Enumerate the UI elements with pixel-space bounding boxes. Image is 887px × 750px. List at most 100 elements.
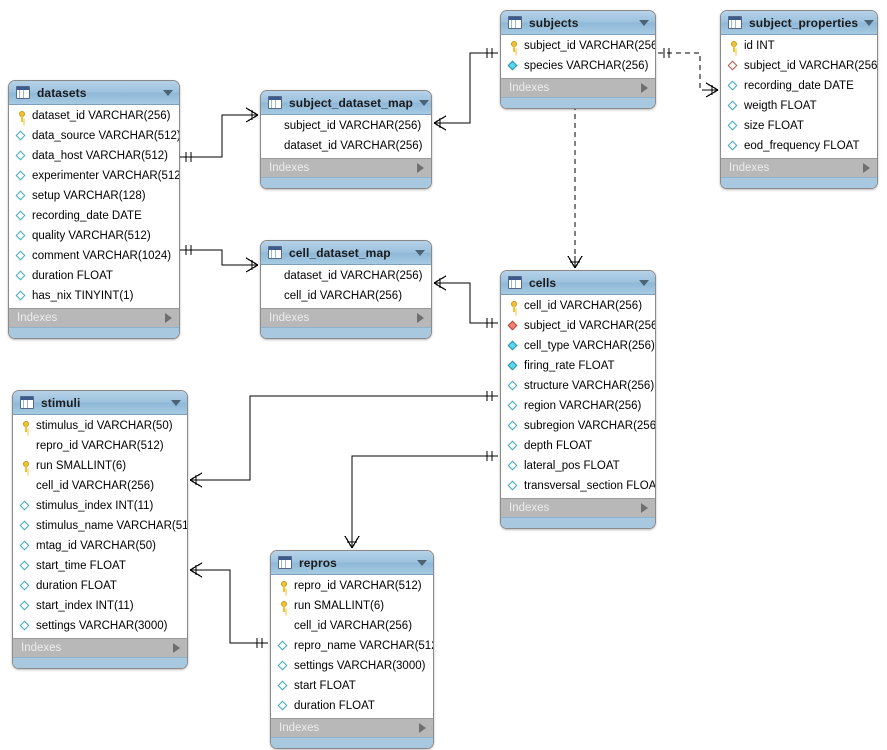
table-column-row[interactable]: start_index INT(11) (13, 596, 187, 616)
table-header-stimuli[interactable]: stimuli (13, 391, 187, 415)
table-column-row[interactable]: size FLOAT (721, 116, 877, 136)
table-header-subjects[interactable]: subjects (501, 11, 655, 35)
table-header-cell_dataset_map[interactable]: cell_dataset_map (261, 241, 431, 265)
table-column-row[interactable]: recording_date DATE (721, 76, 877, 96)
table-column-row[interactable]: start FLOAT (271, 676, 433, 696)
table-column-row[interactable]: structure VARCHAR(256) (501, 376, 655, 396)
table-column-row[interactable]: cell_id VARCHAR(256) (501, 296, 655, 316)
table-header-subject_properties[interactable]: subject_properties (721, 11, 877, 35)
table-cell_dataset_map[interactable]: cell_dataset_map dataset_id VARCHAR(256) c… (260, 240, 432, 339)
table-icon (20, 396, 34, 409)
table-cells[interactable]: cells cell_id VARCHAR(256)subject_id VARC… (500, 270, 656, 529)
expand-chevron-right-icon[interactable] (863, 163, 870, 173)
table-column-row[interactable]: depth FLOAT (501, 436, 655, 456)
table-column-row[interactable]: cell_id VARCHAR(256) (261, 286, 431, 306)
expand-chevron-right-icon[interactable] (417, 163, 424, 173)
table-column-row[interactable]: subject_id VARCHAR(256) (501, 316, 655, 336)
table-column-row[interactable]: settings VARCHAR(3000) (13, 616, 187, 636)
expand-chevron-right-icon[interactable] (419, 723, 426, 733)
table-column-row[interactable]: duration FLOAT (271, 696, 433, 716)
table-column-row[interactable]: data_source VARCHAR(512) (9, 126, 179, 146)
table-column-row[interactable]: lateral_pos FLOAT (501, 456, 655, 476)
table-header-repros[interactable]: repros (271, 551, 433, 575)
table-column-row[interactable]: subject_id VARCHAR(256) (721, 56, 877, 76)
table-indexes-section-cells[interactable]: Indexes (501, 498, 655, 517)
table-column-row[interactable]: repro_id VARCHAR(512) (13, 436, 187, 456)
expand-chevron-right-icon[interactable] (173, 643, 180, 653)
table-indexes-section-subject_properties[interactable]: Indexes (721, 158, 877, 177)
table-column-row[interactable]: stimulus_id VARCHAR(50) (13, 416, 187, 436)
table-column-row[interactable]: repro_name VARCHAR(512) (271, 636, 433, 656)
table-column-row[interactable]: data_host VARCHAR(512) (9, 146, 179, 166)
collapse-chevron-down-icon[interactable] (418, 99, 429, 106)
table-column-row[interactable]: transversal_section FLOAT (501, 476, 655, 496)
collapse-chevron-down-icon[interactable] (864, 19, 875, 26)
table-column-row[interactable]: comment VARCHAR(1024) (9, 246, 179, 266)
table-column-row[interactable]: species VARCHAR(256) (501, 56, 655, 76)
table-column-row[interactable]: id INT (721, 36, 877, 56)
table-column-row[interactable]: start_time FLOAT (13, 556, 187, 576)
table-column-row[interactable]: settings VARCHAR(3000) (271, 656, 433, 676)
table-column-row[interactable]: dataset_id VARCHAR(256) (261, 136, 431, 156)
table-indexes-section-stimuli[interactable]: Indexes (13, 638, 187, 657)
expand-chevron-right-icon[interactable] (641, 503, 648, 513)
table-column-row[interactable]: firing_rate FLOAT (501, 356, 655, 376)
column-label: dataset_id VARCHAR(256) (32, 109, 171, 122)
table-column-row[interactable]: experimenter VARCHAR(512) (9, 166, 179, 186)
expand-chevron-right-icon[interactable] (417, 313, 424, 323)
table-column-row[interactable]: cell_id VARCHAR(256) (271, 616, 433, 636)
table-indexes-section-subjects[interactable]: Indexes (501, 78, 655, 97)
table-column-row[interactable]: subregion VARCHAR(256) (501, 416, 655, 436)
table-column-row[interactable]: weigth FLOAT (721, 96, 877, 116)
collapse-chevron-down-icon[interactable] (415, 249, 425, 256)
collapse-chevron-down-icon[interactable] (639, 279, 649, 286)
card-one-datasets-cdm (185, 245, 192, 255)
table-column-row[interactable]: duration FLOAT (13, 576, 187, 596)
table-column-row[interactable]: cell_id VARCHAR(256) (13, 476, 187, 496)
table-datasets[interactable]: datasets dataset_id VARCHAR(256) data_sour… (8, 80, 180, 339)
table-column-row[interactable]: repro_id VARCHAR(512) (271, 576, 433, 596)
table-title: cells (529, 275, 557, 290)
table-column-row[interactable]: has_nix TINYINT(1) (9, 286, 179, 306)
table-header-cells[interactable]: cells (501, 271, 655, 295)
expand-chevron-right-icon[interactable] (165, 313, 172, 323)
card-one-subjects-left (486, 48, 493, 58)
table-indexes-section-cell_dataset_map[interactable]: Indexes (261, 308, 431, 327)
table-header-subject_dataset_map[interactable]: subject_dataset_map (261, 91, 431, 115)
table-column-row[interactable]: region VARCHAR(256) (501, 396, 655, 416)
table-column-row[interactable]: cell_type VARCHAR(256) (501, 336, 655, 356)
table-column-row[interactable]: setup VARCHAR(128) (9, 186, 179, 206)
expand-chevron-right-icon[interactable] (641, 83, 648, 93)
table-repros[interactable]: repros repro_id VARCHAR(512)run SMALLINT(… (270, 550, 434, 749)
table-column-row[interactable]: run SMALLINT(6) (271, 596, 433, 616)
column-icon (19, 540, 32, 553)
collapse-chevron-down-icon[interactable] (639, 19, 649, 26)
table-column-row[interactable]: recording_date DATE (9, 206, 179, 226)
table-column-row[interactable]: dataset_id VARCHAR(256) (261, 266, 431, 286)
table-column-row[interactable]: mtag_id VARCHAR(50) (13, 536, 187, 556)
table-column-row[interactable]: run SMALLINT(6) (13, 456, 187, 476)
table-column-row[interactable]: stimulus_index INT(11) (13, 496, 187, 516)
table-column-row[interactable]: quality VARCHAR(512) (9, 226, 179, 246)
table-column-row[interactable]: subject_id VARCHAR(256) (501, 36, 655, 56)
table-indexes-section-subject_dataset_map[interactable]: Indexes (261, 158, 431, 177)
table-header-datasets[interactable]: datasets (9, 81, 179, 105)
collapse-chevron-down-icon[interactable] (171, 399, 181, 406)
column-icon (19, 520, 32, 533)
table-column-row[interactable]: eod_frequency FLOAT (721, 136, 877, 156)
table-indexes-section-datasets[interactable]: Indexes (9, 308, 179, 327)
collapse-chevron-down-icon[interactable] (163, 89, 173, 96)
table-title: repros (299, 555, 337, 570)
column-label: dataset_id VARCHAR(256) (284, 269, 423, 282)
table-column-row[interactable]: dataset_id VARCHAR(256) (9, 106, 179, 126)
table-column-row[interactable]: duration FLOAT (9, 266, 179, 286)
table-column-row[interactable]: subject_id VARCHAR(256) (261, 116, 431, 136)
table-indexes-section-repros[interactable]: Indexes (271, 718, 433, 737)
table-column-row[interactable]: stimulus_name VARCHAR(512) (13, 516, 187, 536)
collapse-chevron-down-icon[interactable] (417, 559, 427, 566)
